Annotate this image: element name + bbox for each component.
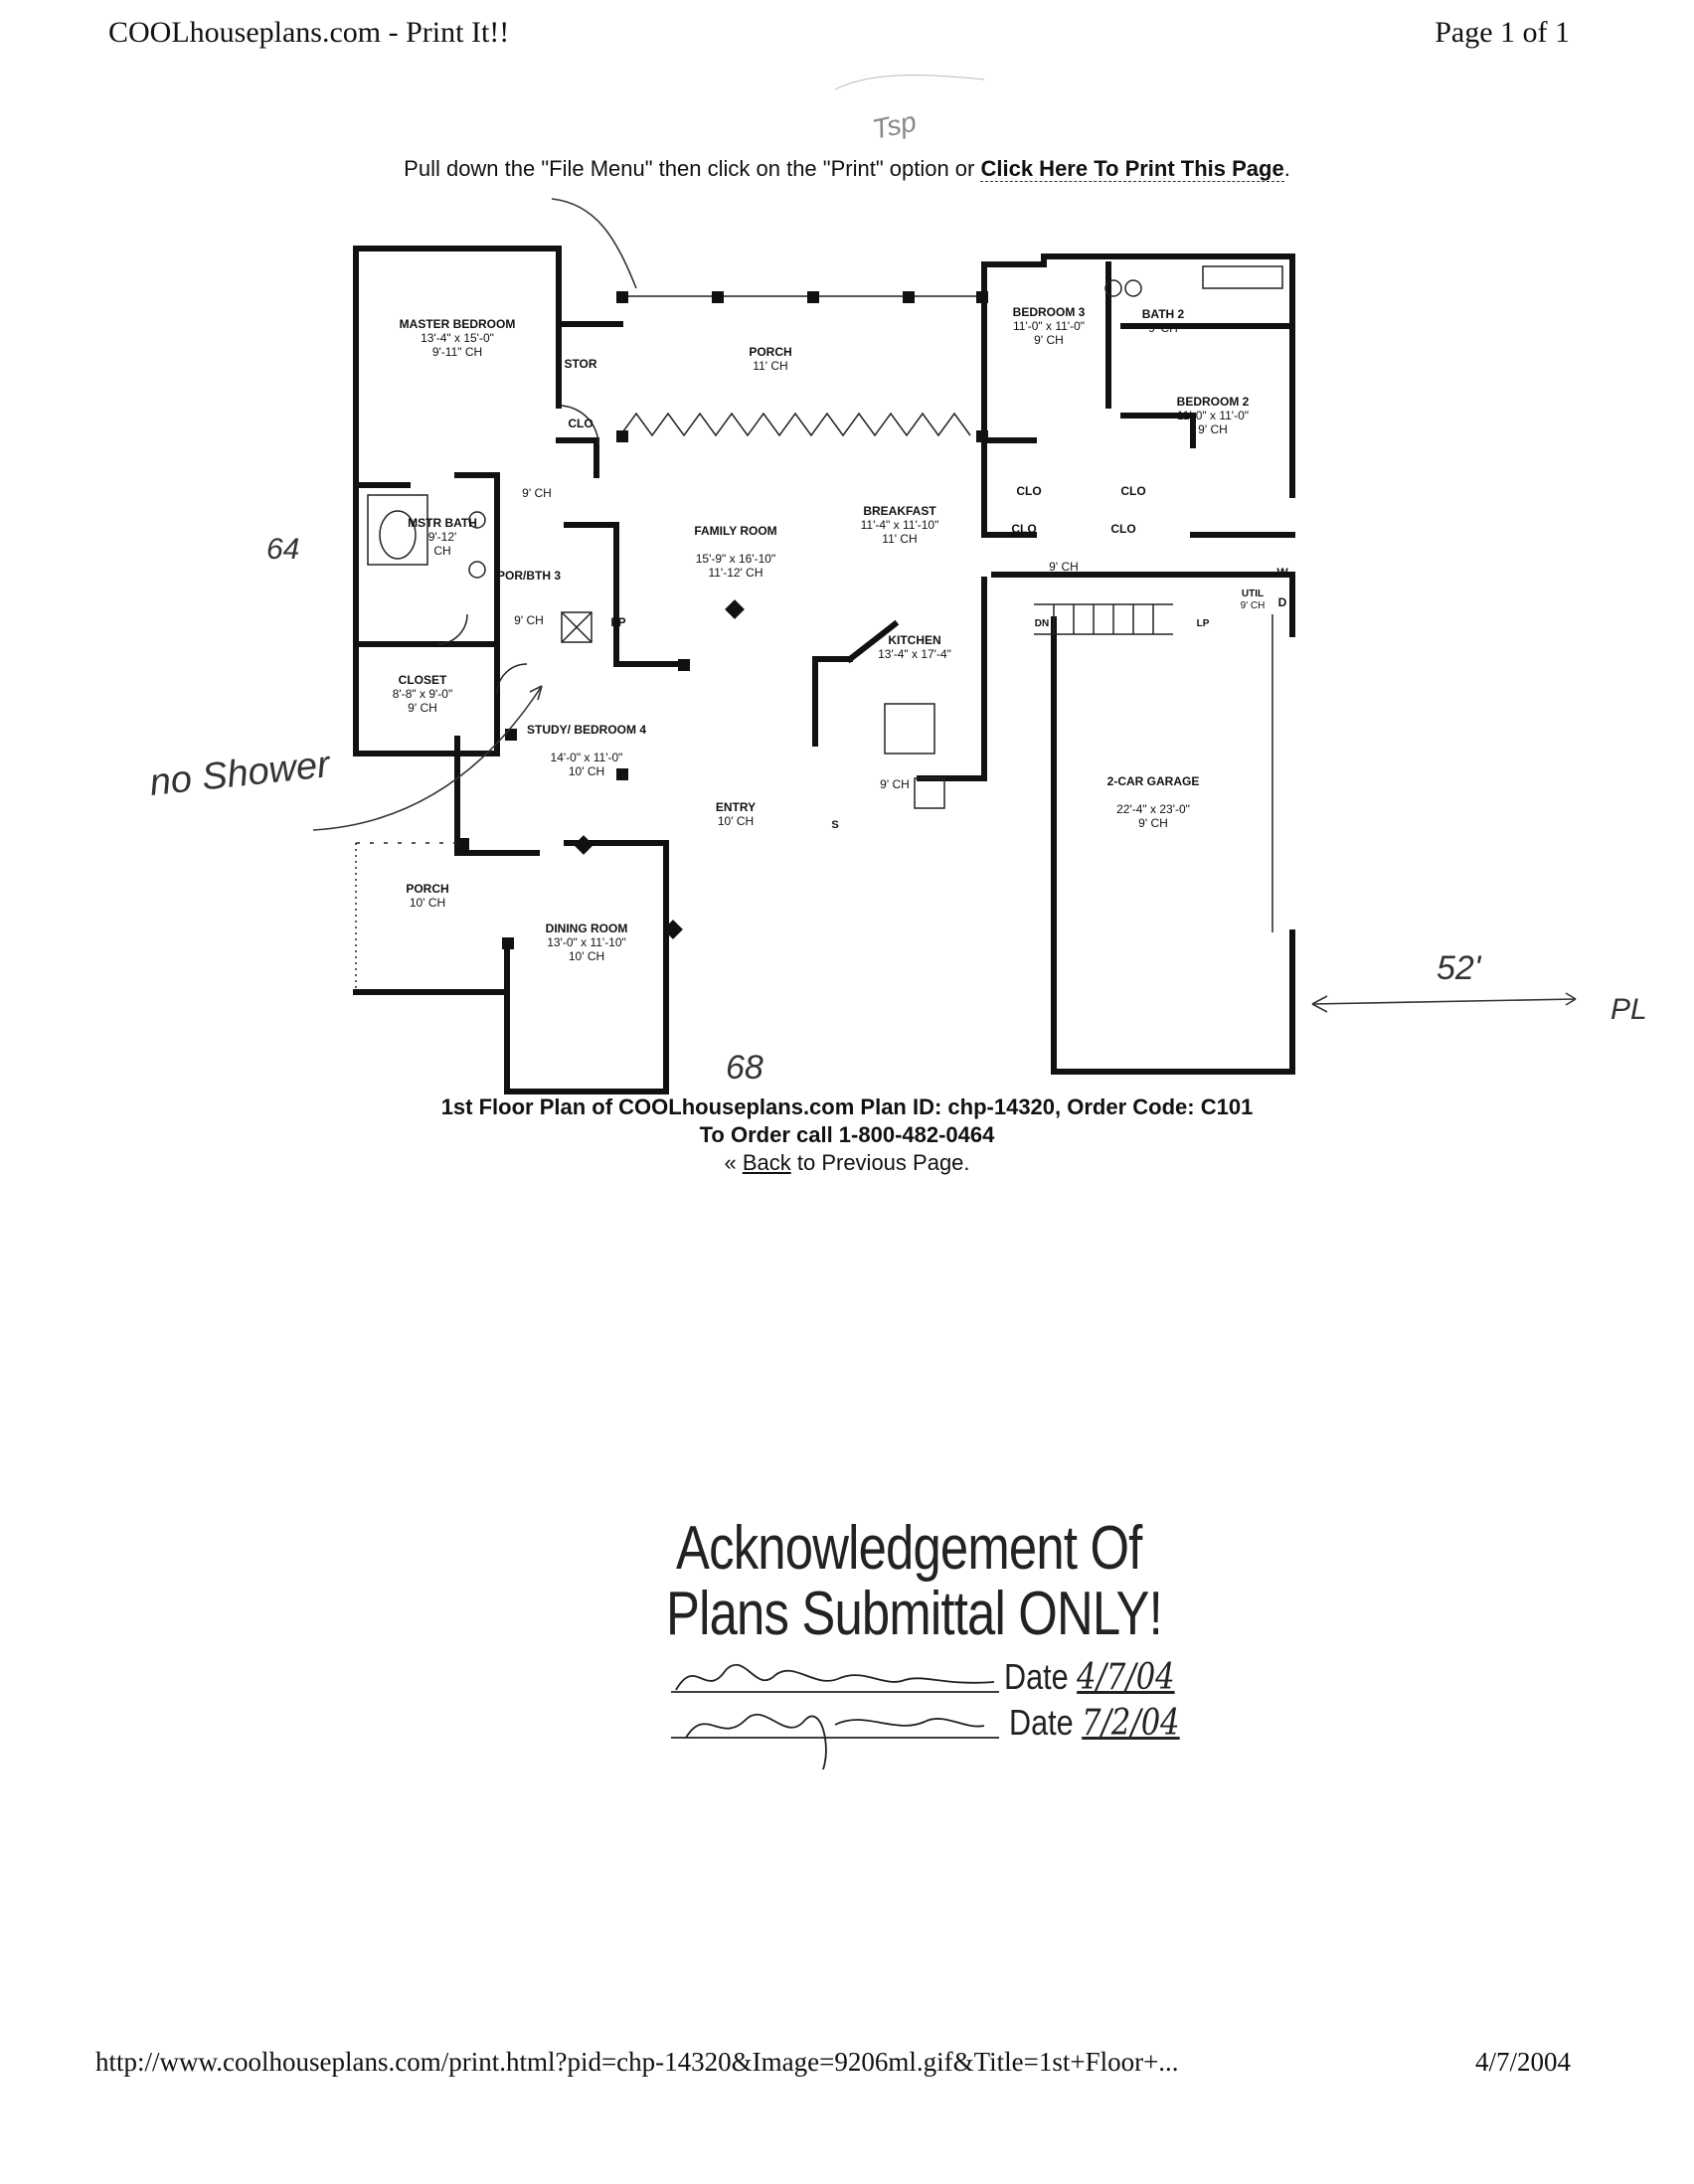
lp-label: LP: [1197, 618, 1210, 629]
clo-label-3: CLO: [1120, 484, 1145, 498]
print-instruction-suffix: .: [1283, 156, 1290, 181]
room-breakfast-ceiling: 11' CH: [882, 532, 917, 546]
room-family-room-size: 15'-9" x 16'-10": [696, 552, 775, 566]
room-master-bedroom-size: 13'-4" x 15'-0": [421, 331, 494, 345]
room-entry-name: ENTRY: [716, 800, 756, 814]
date-value-1: 4/7/04: [1077, 1657, 1175, 1698]
annotation-left-dim: 64: [266, 533, 299, 566]
room-closet-ceiling: 9' CH: [408, 701, 437, 715]
room-breakfast-size: 11'-4" x 11'-10": [861, 518, 939, 532]
fireplace-label: FP: [610, 615, 625, 629]
clo-label-5: CLO: [1110, 522, 1135, 536]
annotation-no-shower: no Shower: [148, 744, 333, 804]
room-util-name: UTIL: [1242, 588, 1264, 599]
room-master-bedroom-ceiling: 9'-11" CH: [432, 345, 482, 359]
clo-label-1: CLO: [568, 417, 593, 430]
clo-label-2: CLO: [1016, 484, 1041, 498]
room-breakfast-name: BREAKFAST: [863, 504, 936, 518]
signature-block: Date 4/7/04 Date 7/2/04: [666, 1650, 1223, 1769]
room-garage-name: 2-CAR GARAGE: [1107, 774, 1200, 788]
room-master-bedroom-name: MASTER BEDROOM: [400, 317, 516, 331]
hall-ceiling-left: 9' CH: [522, 486, 552, 500]
print-instruction: Pull down the "File Menu" then click on …: [0, 156, 1694, 182]
annotation-pl: PL: [1610, 993, 1647, 1026]
room-bath-2-ceiling: 9' CH: [1148, 321, 1178, 335]
room-bedroom-2-ceiling: 9' CH: [1198, 422, 1228, 436]
room-family-room-ceiling: 11'-12' CH: [708, 566, 762, 580]
room-study-size: 14'-0" x 11'-0": [551, 751, 623, 764]
room-mstr-bath-name: MSTR BATH: [408, 516, 477, 530]
room-closet-name: CLOSET: [399, 673, 447, 687]
signature-graphics: [671, 1663, 999, 1769]
top-handwritten-note: Tsp: [834, 75, 985, 145]
room-porch-back-name: PORCH: [749, 345, 791, 359]
room-bath-2-name: BATH 2: [1142, 307, 1185, 321]
room-stor-name: STOR: [564, 357, 596, 371]
stamp-line-1: Acknowledgement Of: [676, 1514, 1142, 1583]
back-navigation: « Back to Previous Page.: [0, 1149, 1694, 1177]
stamp-line-2: Plans Submittal ONLY!: [666, 1580, 1163, 1648]
page-header-title: COOLhouseplans.com - Print It!!: [108, 16, 510, 49]
plan-caption-title: 1st Floor Plan of COOLhouseplans.com Pla…: [440, 1094, 1254, 1119]
print-instruction-text: Pull down the "File Menu" then click on …: [404, 156, 981, 181]
room-bedroom-3-name: BEDROOM 3: [1013, 305, 1086, 319]
room-entry-ceiling: 10' CH: [718, 814, 754, 828]
room-study-ceiling: 10' CH: [569, 764, 604, 778]
date-label-1: Date: [1004, 1656, 1069, 1697]
s-label: S: [831, 819, 838, 831]
plan-caption: 1st Floor Plan of COOLhouseplans.com Pla…: [0, 1093, 1694, 1177]
footer-date: 4/7/2004: [1474, 2047, 1571, 2077]
room-mstr-bath-size: 9'-12': [428, 530, 457, 544]
hall-ceiling-right: 9' CH: [1049, 560, 1079, 574]
room-bedroom-3-size: 11'-0" x 11'-0": [1013, 319, 1085, 333]
room-garage-ceiling: 9' CH: [1138, 816, 1168, 830]
plan-caption-order-phone: To Order call 1-800-482-0464: [699, 1122, 995, 1147]
top-note-text: Tsp: [870, 105, 920, 144]
room-dining-name: DINING ROOM: [546, 922, 628, 935]
room-bedroom-2-name: BEDROOM 2: [1177, 395, 1250, 409]
room-dining-size: 13'-0" x 11'-10": [547, 935, 626, 949]
date-label-2: Date: [1009, 1702, 1074, 1743]
room-garage-size: 22'-4" x 23'-0": [1116, 802, 1190, 816]
room-por-bath-3-name: POR/BTH 3: [497, 569, 561, 583]
room-kitchen-ceiling: 9' CH: [880, 777, 910, 791]
room-kitchen-name: KITCHEN: [888, 633, 940, 647]
room-mstr-bath-ceiling: CH: [433, 544, 450, 558]
room-study-name: STUDY/ BEDROOM 4: [527, 723, 646, 737]
room-bedroom-3-ceiling: 9' CH: [1034, 333, 1064, 347]
room-kitchen-size: 13'-4" x 17'-4": [878, 647, 951, 661]
back-suffix: to Previous Page.: [790, 1150, 970, 1175]
acknowledgement-stamp: Acknowledgement Of Plans Submittal ONLY!: [666, 1514, 1233, 1647]
date-value-2: 7/2/04: [1082, 1703, 1180, 1744]
annotation-right-dim: 52': [1437, 949, 1482, 987]
room-family-room-name: FAMILY ROOM: [694, 524, 776, 538]
room-bedroom-2-size: 11'-0" x 11'-0": [1177, 409, 1249, 422]
floor-plan: MASTER BEDROOM 13'-4" x 15'-0" 9'-11" CH…: [353, 246, 1295, 1094]
back-link[interactable]: Back: [742, 1150, 791, 1175]
room-dining-ceiling: 10' CH: [569, 949, 604, 963]
room-porch-back-ceiling: 11' CH: [753, 359, 787, 373]
footer-url: http://www.coolhouseplans.com/print.html…: [95, 2047, 1179, 2077]
room-util-ceiling: 9' CH: [1241, 600, 1266, 611]
room-closet-size: 8'-8" x 9'-0": [393, 687, 452, 701]
clo-label-4: CLO: [1011, 522, 1036, 536]
page-indicator: Page 1 of 1: [1435, 16, 1570, 49]
room-porch-front-ceiling: 10' CH: [410, 896, 445, 910]
dryer-label: D: [1278, 595, 1287, 609]
room-por-bath-3-ceiling: 9' CH: [514, 613, 544, 627]
stairs-down-label: DN: [1035, 618, 1049, 629]
washer-label: W: [1276, 566, 1288, 580]
back-prefix: «: [724, 1150, 743, 1175]
print-page-link[interactable]: Click Here To Print This Page: [980, 156, 1284, 182]
room-porch-front-name: PORCH: [406, 882, 448, 896]
